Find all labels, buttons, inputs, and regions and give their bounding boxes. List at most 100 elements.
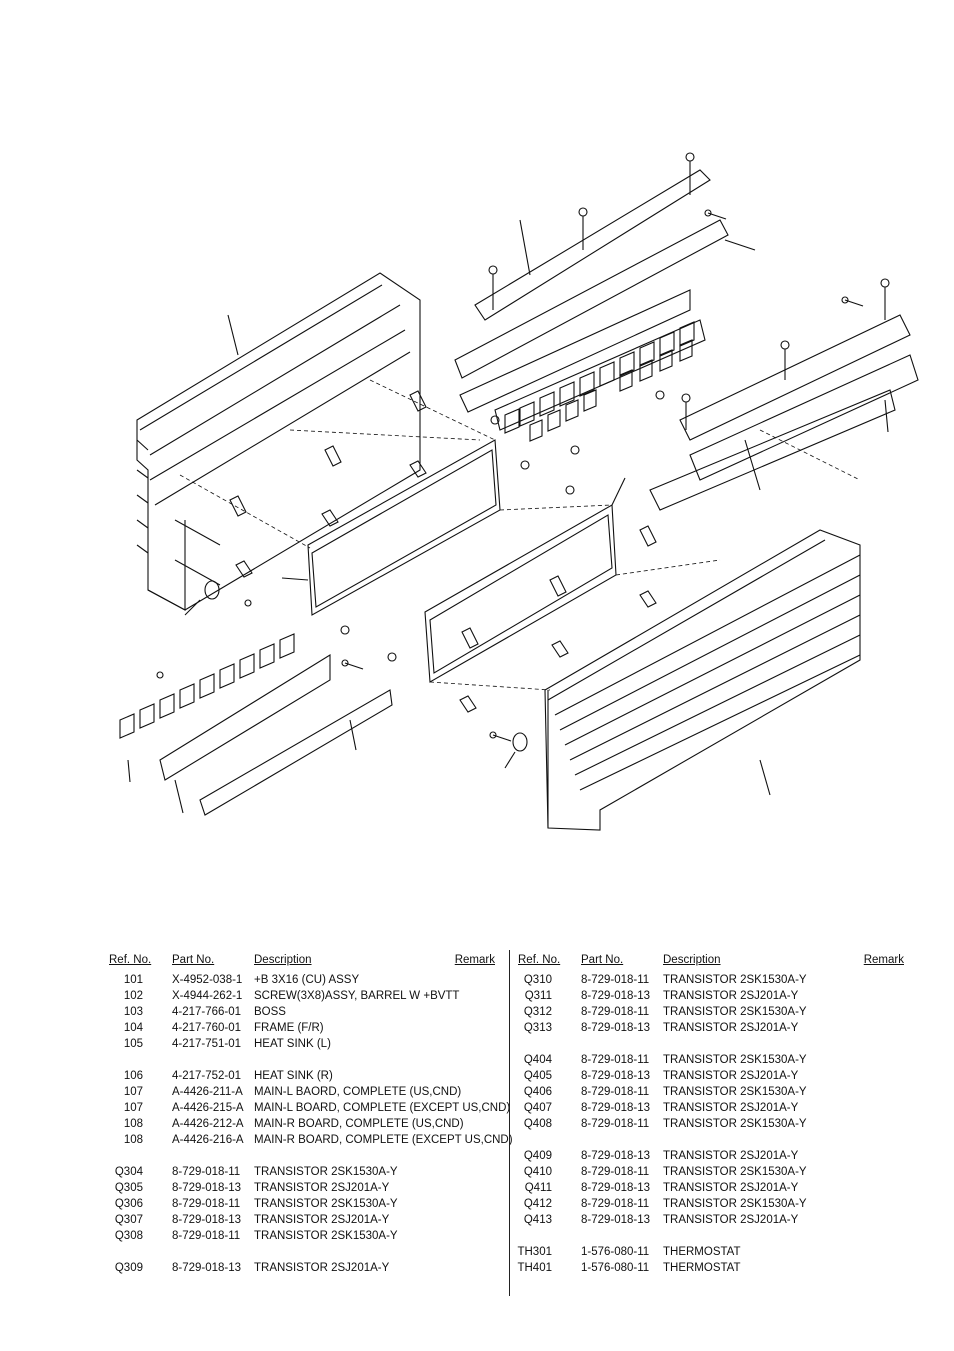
table-row: Q405 8-729-018-13 TRANSISTOR 2SJ201A-Y	[516, 1068, 906, 1084]
part-no-cell: 4-217-751-01	[172, 1038, 242, 1050]
ref-no-cell: 108	[123, 1134, 143, 1146]
table-row: TH401 1-576-080-11 THERMOSTAT	[516, 1260, 906, 1276]
part-no-cell: 8-729-018-13	[172, 1214, 242, 1226]
ref-no-cell: Q409	[523, 1150, 552, 1162]
description-cell: TRANSISTOR 2SJ201A-Y	[254, 1214, 390, 1226]
description-cell: FRAME (F/R)	[254, 1022, 324, 1034]
exploded-view-diagram	[119, 152, 919, 831]
table-row: Q409 8-729-018-13 TRANSISTOR 2SJ201A-Y	[516, 1148, 906, 1164]
transistor-array-top	[504, 321, 695, 442]
ref-no-cell: Q306	[114, 1198, 143, 1210]
part-no-cell: 8-729-018-13	[581, 1214, 651, 1226]
description-header: Description	[663, 954, 721, 966]
frame-rails-right	[649, 314, 919, 511]
row-spacer	[107, 1148, 497, 1164]
table-row: 102 X-4944-262-1 SCREW(3X8)ASSY, BARREL W …	[107, 988, 497, 1004]
heat-sink-right	[544, 529, 861, 831]
ref-no-cell: Q411	[524, 1182, 552, 1194]
transistor-brackets-top	[454, 169, 756, 431]
description-cell: TRANSISTOR 2SK1530A-Y	[663, 1006, 807, 1018]
ref-no-cell: TH301	[517, 1246, 552, 1258]
ref-no-cell: Q405	[523, 1070, 552, 1082]
description-cell: TRANSISTOR 2SJ201A-Y	[663, 1150, 799, 1162]
part-no-cell: A-4426-212-A	[172, 1118, 244, 1130]
row-spacer	[107, 1052, 497, 1068]
description-cell: TRANSISTOR 2SJ201A-Y	[663, 1214, 799, 1226]
ref-no-cell: 104	[123, 1022, 143, 1034]
table-row: Q307 8-729-018-13 TRANSISTOR 2SJ201A-Y	[107, 1212, 497, 1228]
parts-list-right: Ref. No. Part No. Description Remark Q31…	[516, 950, 906, 1276]
part-no-cell: 8-729-018-11	[581, 1006, 650, 1018]
ref-no-cell: 105	[123, 1038, 143, 1050]
description-cell: HEAT SINK (L)	[254, 1038, 331, 1050]
ref-no-cell: Q408	[523, 1118, 552, 1130]
ref-no-cell: 102	[123, 990, 143, 1002]
description-cell: TRANSISTOR 2SK1530A-Y	[663, 1118, 807, 1130]
description-cell: THERMOSTAT	[663, 1262, 741, 1274]
ref-no-cell: 101	[123, 974, 143, 986]
table-row: Q410 8-729-018-11 TRANSISTOR 2SK1530A-Y	[516, 1164, 906, 1180]
thermostats	[184, 580, 528, 769]
table-row: 108 A-4426-216-A MAIN-R BOARD, COMPLETE (E…	[107, 1132, 513, 1148]
description-cell: TRANSISTOR 2SK1530A-Y	[663, 1166, 807, 1178]
description-cell: MAIN-R BOARD, COMPLETE (US,CND)	[254, 1118, 464, 1130]
part-no-cell: A-4426-211-A	[172, 1086, 243, 1098]
part-no-cell: 8-729-018-11	[581, 1086, 650, 1098]
description-cell: TRANSISTOR 2SJ201A-Y	[663, 1070, 799, 1082]
description-cell: TRANSISTOR 2SK1530A-Y	[663, 974, 807, 986]
table-row: Q305 8-729-018-13 TRANSISTOR 2SJ201A-Y	[107, 1180, 497, 1196]
part-no-cell: 8-729-018-13	[581, 1070, 651, 1082]
description-cell: TRANSISTOR 2SK1530A-Y	[663, 1054, 807, 1066]
ref-no-cell: 108	[123, 1118, 143, 1130]
ref-no-cell: TH401	[517, 1262, 552, 1274]
part-no-cell: 8-729-018-13	[172, 1182, 242, 1194]
part-no-cell: 4-217-766-01	[172, 1006, 242, 1018]
part-no-cell: A-4426-216-A	[172, 1134, 244, 1146]
part-no-cell: 4-217-752-01	[172, 1070, 242, 1082]
part-no-cell: 8-729-018-13	[581, 1150, 651, 1162]
description-cell: MAIN-L BOARD, COMPLETE (EXCEPT US,CND)	[254, 1102, 511, 1114]
heat-sink-left	[136, 272, 421, 611]
description-cell: TRANSISTOR 2SJ201A-Y	[663, 990, 799, 1002]
part-no-cell: 1-576-080-11	[581, 1246, 650, 1258]
table-row: 108 A-4426-212-A MAIN-R BOARD, COMPLETE (U…	[107, 1116, 497, 1132]
ref-no-cell: Q410	[523, 1166, 552, 1178]
part-no-cell: 8-729-018-13	[581, 1182, 651, 1194]
part-no-cell: 8-729-018-11	[581, 1166, 650, 1178]
description-cell: HEAT SINK (R)	[254, 1070, 333, 1082]
part-no-cell: 1-576-080-11	[581, 1262, 650, 1274]
description-cell: TRANSISTOR 2SK1530A-Y	[254, 1198, 398, 1210]
boss-standoffs	[229, 390, 657, 713]
description-cell: SCREW(3X8)ASSY, BARREL W +BVTT	[254, 990, 460, 1002]
ref-no-cell: Q307	[114, 1214, 143, 1226]
row-spacer	[516, 1132, 906, 1148]
ref-no-cell: Q305	[114, 1182, 143, 1194]
part-no-cell: 8-729-018-11	[172, 1230, 241, 1242]
part-no-cell: 8-729-018-11	[581, 1054, 650, 1066]
part-no-cell: X-4944-262-1	[172, 990, 243, 1002]
part-no-cell: 8-729-018-13	[581, 990, 651, 1002]
parts-list-left: Ref. No. Part No. Description Remark 101…	[107, 950, 513, 1276]
description-cell: TRANSISTOR 2SJ201A-Y	[254, 1182, 390, 1194]
screws	[156, 152, 890, 742]
description-cell: TRANSISTOR 2SJ201A-Y	[663, 1022, 799, 1034]
description-cell: TRANSISTOR 2SJ201A-Y	[663, 1182, 799, 1194]
row-spacer	[107, 1244, 497, 1260]
description-cell: MAIN-R BOARD, COMPLETE (EXCEPT US,CND)	[254, 1134, 513, 1146]
part-no-header: Part No.	[581, 954, 624, 966]
ref-no-cell: Q308	[114, 1230, 143, 1242]
